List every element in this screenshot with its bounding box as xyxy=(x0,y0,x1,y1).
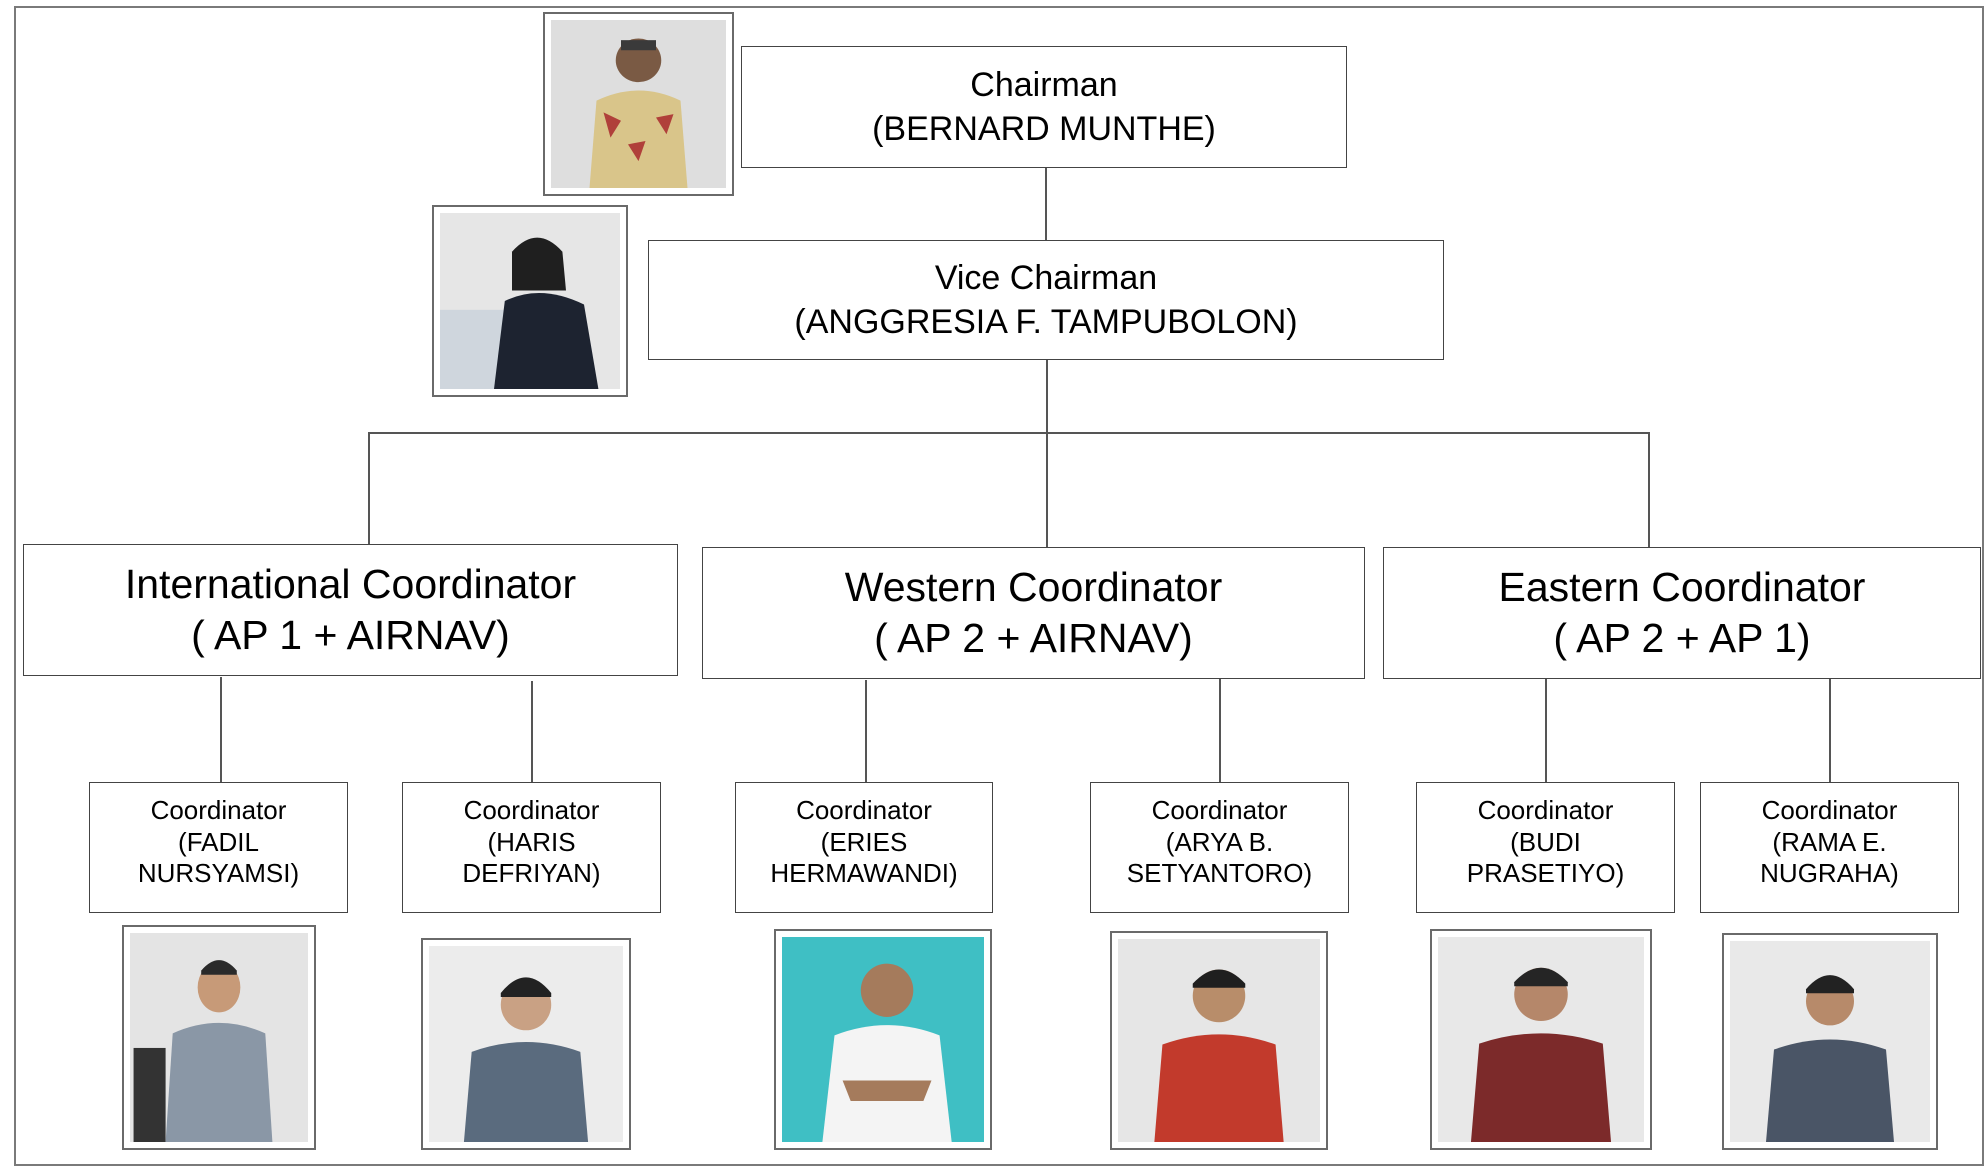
chairman-photo xyxy=(543,12,734,196)
coordinator-title: Coordinator xyxy=(463,795,600,825)
person-portrait-icon xyxy=(1438,937,1644,1142)
coordinator-photo-arya xyxy=(1110,931,1328,1150)
coordinator-box-haris: Coordinator (HARIS DEFRIYAN) xyxy=(402,782,661,913)
connector-horizontal-bus xyxy=(368,432,1650,434)
connector-vice-branch xyxy=(1046,359,1048,547)
coordinator-title: Coordinator xyxy=(150,795,287,825)
coordinator-title: Coordinator xyxy=(1761,795,1898,825)
vice-chairman-photo xyxy=(432,205,628,397)
connector-branch-international xyxy=(368,432,370,544)
coordinator-name: (RAMA E. NUGRAHA) xyxy=(1760,826,1899,889)
international-coordinator-subtitle: ( AP 1 + AIRNAV) xyxy=(191,612,510,658)
person-portrait-icon xyxy=(782,937,984,1142)
eastern-coordinator-subtitle: ( AP 2 + AP 1) xyxy=(1553,615,1811,661)
coordinator-photo-eries xyxy=(774,929,992,1150)
person-portrait-icon xyxy=(429,946,623,1142)
coordinator-box-budi: Coordinator (BUDI PRASETIYO) xyxy=(1416,782,1675,913)
person-portrait-icon xyxy=(551,20,726,188)
international-coordinator-title: International Coordinator xyxy=(124,560,577,607)
coordinator-photo-haris xyxy=(421,938,631,1150)
connector-eastern-right xyxy=(1829,679,1831,783)
coordinator-name: (HARIS DEFRIYAN) xyxy=(462,826,601,889)
eastern-coordinator-box: Eastern Coordinator ( AP 2 + AP 1) xyxy=(1383,547,1981,679)
coordinator-name: (BUDI PRASETIYO) xyxy=(1466,826,1625,889)
person-portrait-icon xyxy=(130,933,308,1142)
vice-chairman-title: Vice Chairman xyxy=(934,258,1158,297)
coordinator-photo-fadil xyxy=(122,925,316,1150)
chairman-title: Chairman xyxy=(970,65,1118,104)
connector-international-right xyxy=(531,681,533,783)
vice-chairman-box: Vice Chairman (ANGGRESIA F. TAMPUBOLON) xyxy=(648,240,1444,360)
person-portrait-icon xyxy=(1118,939,1320,1142)
person-portrait-icon xyxy=(1730,941,1930,1142)
coordinator-box-eries: Coordinator (ERIES HERMAWANDI) xyxy=(735,782,993,913)
connector-western-left xyxy=(865,680,867,783)
western-coordinator-subtitle: ( AP 2 + AIRNAV) xyxy=(874,615,1193,661)
vice-chairman-name: (ANGGRESIA F. TAMPUBOLON) xyxy=(794,303,1298,341)
coordinator-name: (FADIL NURSYAMSI) xyxy=(137,826,300,889)
chairman-name: (BERNARD MUNTHE) xyxy=(872,110,1216,148)
connector-branch-eastern xyxy=(1648,432,1650,547)
coordinator-name: (ERIES HERMAWANDI) xyxy=(770,826,958,889)
western-coordinator-title: Western Coordinator xyxy=(844,563,1223,610)
coordinator-title: Coordinator xyxy=(1151,795,1288,825)
international-coordinator-box: International Coordinator ( AP 1 + AIRNA… xyxy=(23,544,678,676)
coordinator-title: Coordinator xyxy=(1477,795,1614,825)
coordinator-box-rama: Coordinator (RAMA E. NUGRAHA) xyxy=(1700,782,1959,913)
coordinator-photo-budi xyxy=(1430,929,1652,1150)
connector-chair-vice xyxy=(1045,167,1047,241)
coordinator-box-fadil: Coordinator (FADIL NURSYAMSI) xyxy=(89,782,348,913)
coordinator-photo-rama xyxy=(1722,933,1938,1150)
eastern-coordinator-title: Eastern Coordinator xyxy=(1498,563,1866,610)
person-portrait-icon xyxy=(440,213,620,389)
chairman-box: Chairman (BERNARD MUNTHE) xyxy=(741,46,1347,168)
western-coordinator-box: Western Coordinator ( AP 2 + AIRNAV) xyxy=(702,547,1365,679)
connector-eastern-left xyxy=(1545,679,1547,783)
connector-western-right xyxy=(1219,676,1221,783)
coordinator-name: (ARYA B. SETYANTORO) xyxy=(1126,826,1313,889)
coordinator-box-arya: Coordinator (ARYA B. SETYANTORO) xyxy=(1090,782,1349,913)
coordinator-title: Coordinator xyxy=(796,795,932,825)
connector-international-left xyxy=(220,677,222,783)
